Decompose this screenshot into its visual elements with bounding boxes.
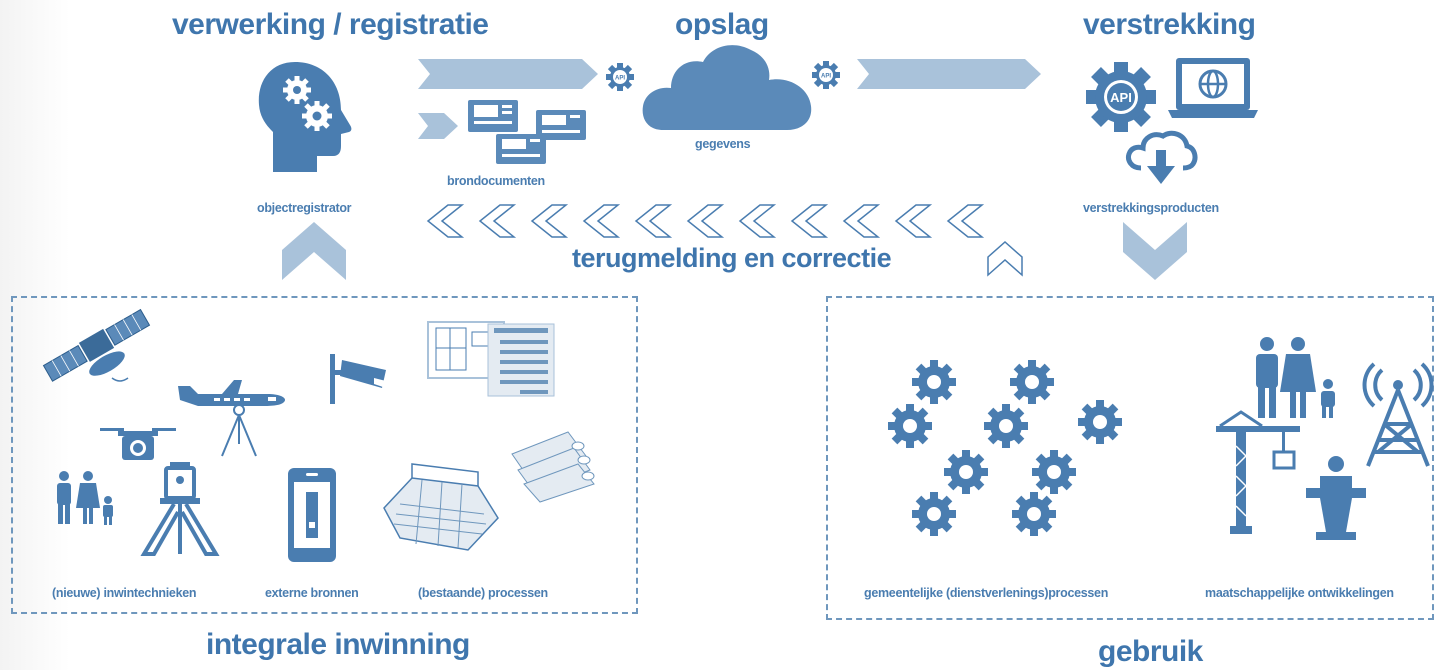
title-storage: opslag xyxy=(675,8,769,41)
api-gear-icon: API xyxy=(606,63,634,91)
down-chevron-icon xyxy=(1123,222,1187,280)
family-icon xyxy=(1256,337,1335,418)
api-text: API xyxy=(821,74,831,80)
label-new-techniques: (nieuwe) inwintechnieken xyxy=(52,586,197,600)
title-provision: verstrekking xyxy=(1083,8,1256,41)
label-social-developments: maatschappelijke ontwikkelingen xyxy=(1205,586,1394,600)
label-products: verstrekkingsproducten xyxy=(1083,201,1219,215)
rolled-maps-icon xyxy=(511,431,595,503)
feedback-chevrons-icon xyxy=(426,204,985,238)
flow-arrow-small xyxy=(418,113,458,139)
airplane-icon xyxy=(178,380,286,406)
title-usage: gebruik xyxy=(1098,635,1203,668)
title-processing: verwerking / registratie xyxy=(172,8,489,41)
radio-tower-icon xyxy=(1362,362,1434,467)
api-text: API xyxy=(1110,90,1132,105)
head-gears-icon xyxy=(258,62,352,172)
label-data: gegevens xyxy=(695,137,751,151)
feedback-up-chevron-icon xyxy=(987,240,1023,277)
satellite-icon xyxy=(42,308,151,382)
label-existing-processes: (bestaande) processen xyxy=(418,586,548,600)
label-registrar: objectregistrator xyxy=(257,201,352,215)
plan-documents-icon xyxy=(427,321,555,397)
title-acquisition: integrale inwinning xyxy=(206,628,470,661)
building-model-icon xyxy=(383,463,499,551)
up-chevron-icon xyxy=(282,222,346,280)
drone-camera-icon xyxy=(100,428,176,460)
api-gear-large-icon: API xyxy=(1086,62,1156,132)
laptop-globe-icon xyxy=(1168,58,1258,118)
gears-cluster-icon xyxy=(884,354,1132,546)
usage-panel xyxy=(826,296,1434,620)
documents-icon xyxy=(468,100,586,164)
label-source-docs: brondocumenten xyxy=(447,174,545,188)
family-small-icon xyxy=(57,471,113,525)
crane-icon xyxy=(1216,410,1300,534)
cloud-download-icon xyxy=(1126,130,1198,184)
acquisition-panel xyxy=(11,296,638,614)
speaker-podium-icon xyxy=(1306,456,1366,540)
flow-arrow-to-storage xyxy=(418,59,598,89)
security-camera-icon xyxy=(330,354,390,404)
api-gear-icon: API xyxy=(812,61,840,89)
label-municipal-processes: gemeentelijke (dienstverlenings)processe… xyxy=(864,586,1109,600)
label-external-sources: externe bronnen xyxy=(265,586,359,600)
mobile-phone-icon xyxy=(288,468,336,562)
title-feedback: terugmelding en correctie xyxy=(572,243,892,273)
cloud-icon xyxy=(642,45,812,130)
api-text: API xyxy=(615,76,625,82)
flow-arrow-to-provision xyxy=(857,59,1041,89)
survey-tripod-small-icon xyxy=(221,404,257,457)
total-station-icon xyxy=(140,462,220,556)
